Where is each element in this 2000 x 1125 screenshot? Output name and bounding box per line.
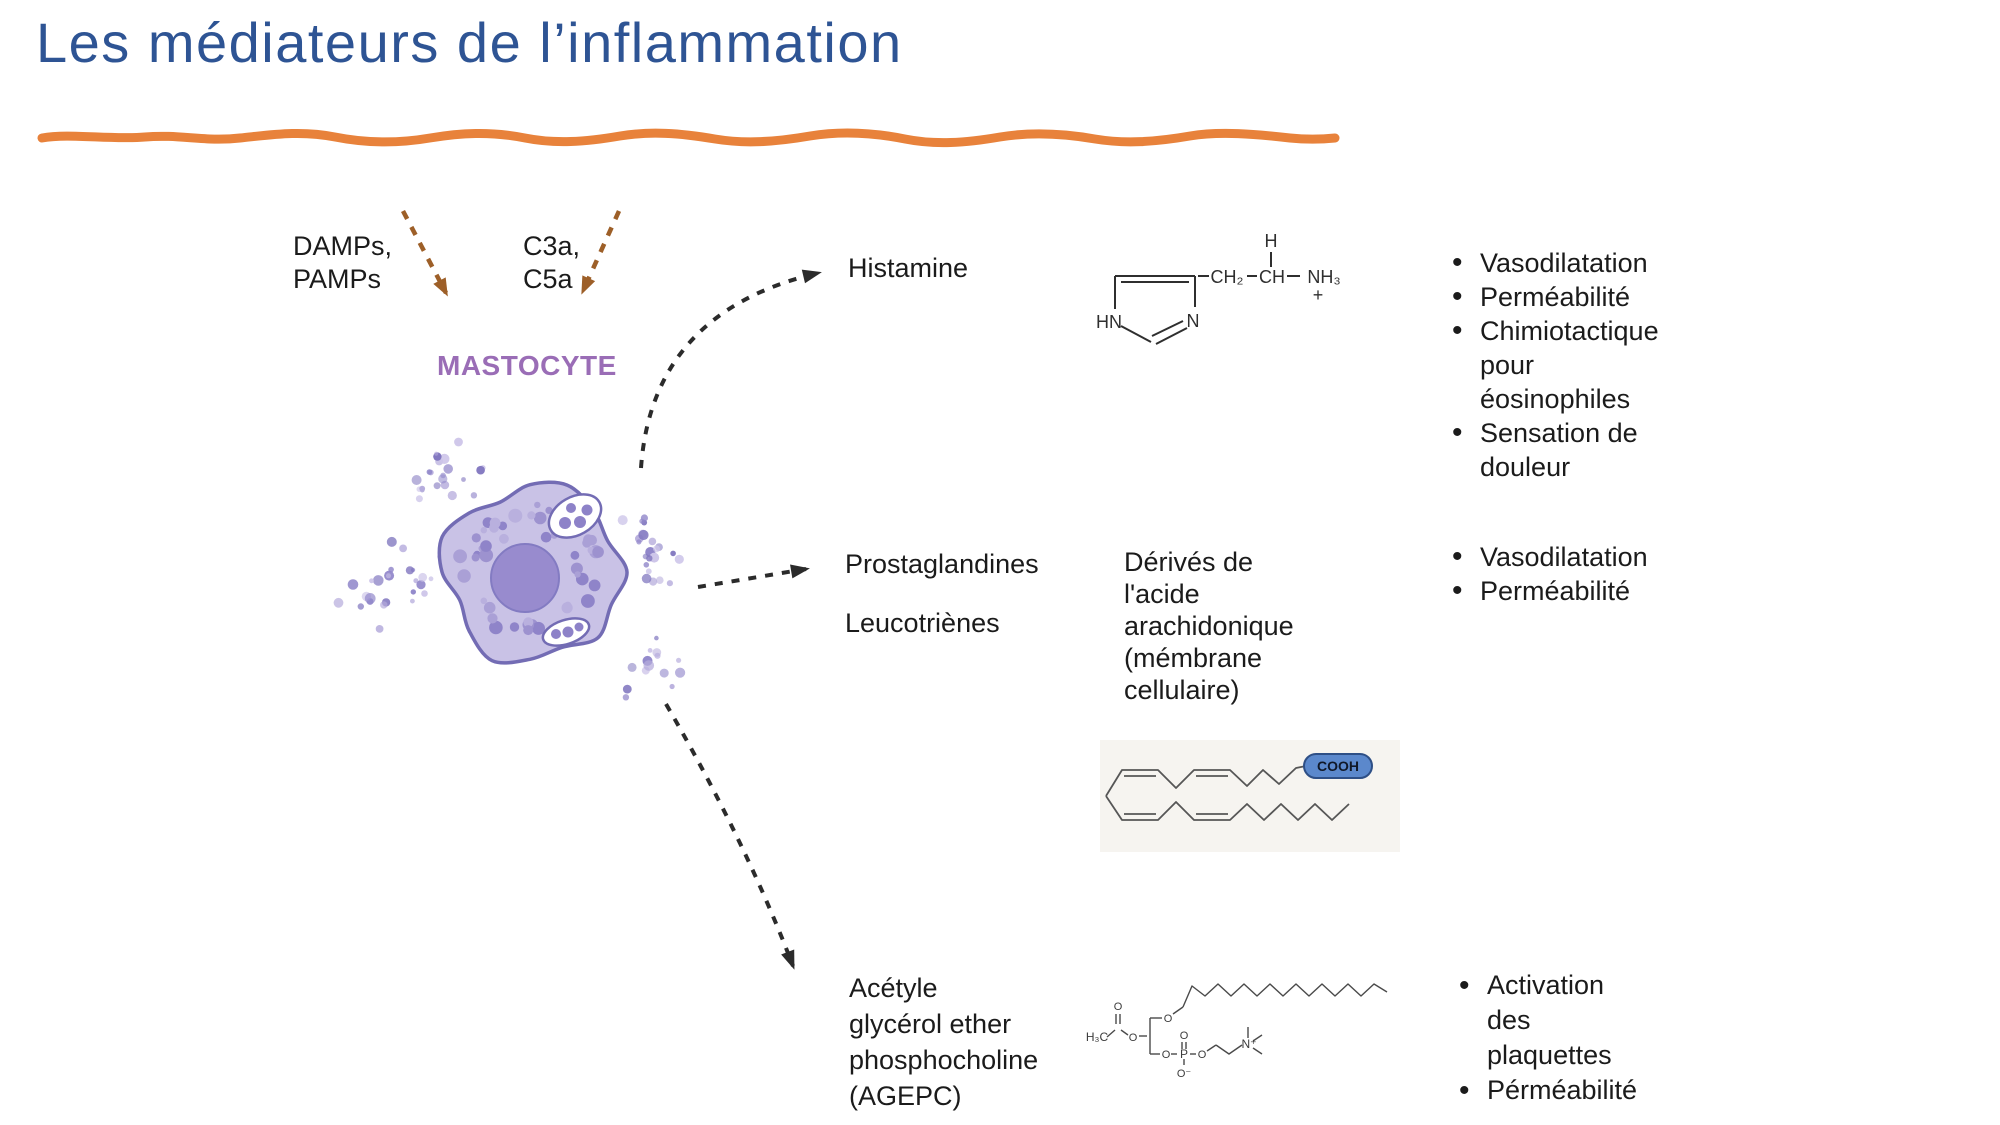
cooh-label: COOH xyxy=(1317,758,1359,774)
atom-h: H xyxy=(1265,231,1278,251)
agepc-effects-list: Activation des plaquettes Pérméabilité xyxy=(1456,968,1637,1108)
list-item: Activation des plaquettes xyxy=(1456,968,1626,1073)
group-ch: CH xyxy=(1259,267,1285,287)
arrow-complement-to-cell xyxy=(580,210,622,295)
cooh-badge: COOH xyxy=(1303,753,1373,779)
list-item: Sensation de douleur xyxy=(1449,416,1689,484)
paf-structure: H₃C O O O O O P O⁻ O N⁺ xyxy=(1086,983,1388,1080)
arrow-damps-to-cell xyxy=(401,209,448,297)
cell-nucleus xyxy=(490,543,560,613)
agepc-label: Acétyle glycérol ether phosphocholine (A… xyxy=(849,973,1039,1111)
charge-plus: + xyxy=(1313,285,1324,305)
atom-hn: HN xyxy=(1096,312,1122,332)
atom-p: P xyxy=(1180,1047,1188,1061)
eicosanoid-effects-list: Vasodilatation Perméabilité xyxy=(1449,540,1689,608)
group-h3c: H₃C xyxy=(1086,1030,1109,1044)
cell-vesicle-bottom xyxy=(541,617,591,647)
arrow-cell-to-agepc xyxy=(664,702,795,970)
damps-pamps-label: DAMPs, PAMPs xyxy=(293,231,393,294)
list-item: Perméabilité xyxy=(1449,574,1689,608)
list-item: Pérméabilité xyxy=(1456,1073,1637,1108)
degranulation-dots xyxy=(333,437,686,701)
cell-granules xyxy=(453,501,604,636)
prostaglandines-label: Prostaglandines xyxy=(845,549,1039,579)
atom-o-ether: O xyxy=(1164,1013,1173,1025)
cell-vesicle-top xyxy=(547,493,603,539)
page-title: Les médiateurs de l’inflammation xyxy=(36,11,903,74)
arachidonic-source-text: Dérivés de l'acide arachidonique (mémbra… xyxy=(1124,547,1294,705)
arrow-cell-to-histamine xyxy=(639,269,822,469)
mast-cell-illustration xyxy=(333,437,686,701)
atom-n-plus: N⁺ xyxy=(1242,1037,1257,1051)
histamine-effects-list: Vasodilatation Perméabilité Chimiotactiq… xyxy=(1449,246,1689,484)
atom-o-ester: O xyxy=(1129,1032,1138,1044)
mastocyte-label: MASTOCYTE xyxy=(437,350,617,381)
arachidonic-structure: COOH xyxy=(1100,740,1400,852)
atom-n: N xyxy=(1187,311,1200,331)
atom-o-carbonyl: O xyxy=(1114,1001,1123,1013)
leucotrienes-label: Leucotriènes xyxy=(845,608,1000,638)
histamine-label: Histamine xyxy=(848,253,969,283)
atom-o-phosphate-left: O xyxy=(1162,1049,1171,1061)
group-ch2: CH₂ xyxy=(1211,267,1244,287)
list-item: Chimiotactique pour éosinophiles xyxy=(1449,314,1689,416)
atom-o-phosphate-right: O xyxy=(1198,1049,1207,1061)
list-item: Vasodilatation xyxy=(1449,246,1689,280)
atom-o-minus: O⁻ xyxy=(1177,1068,1192,1080)
list-item: Perméabilité xyxy=(1449,280,1689,314)
group-nh3: NH₃ xyxy=(1307,267,1340,287)
list-item: Vasodilatation xyxy=(1449,540,1689,574)
arrow-cell-to-prostaglandins xyxy=(697,564,810,589)
title-underline-squiggle xyxy=(37,128,1340,148)
c3a-c5a-label: C3a, C5a xyxy=(523,231,581,294)
histamine-structure: HN N CH₂ CH H NH₃ + xyxy=(1096,231,1341,345)
atom-o-phosphate-top: O xyxy=(1180,1030,1189,1042)
